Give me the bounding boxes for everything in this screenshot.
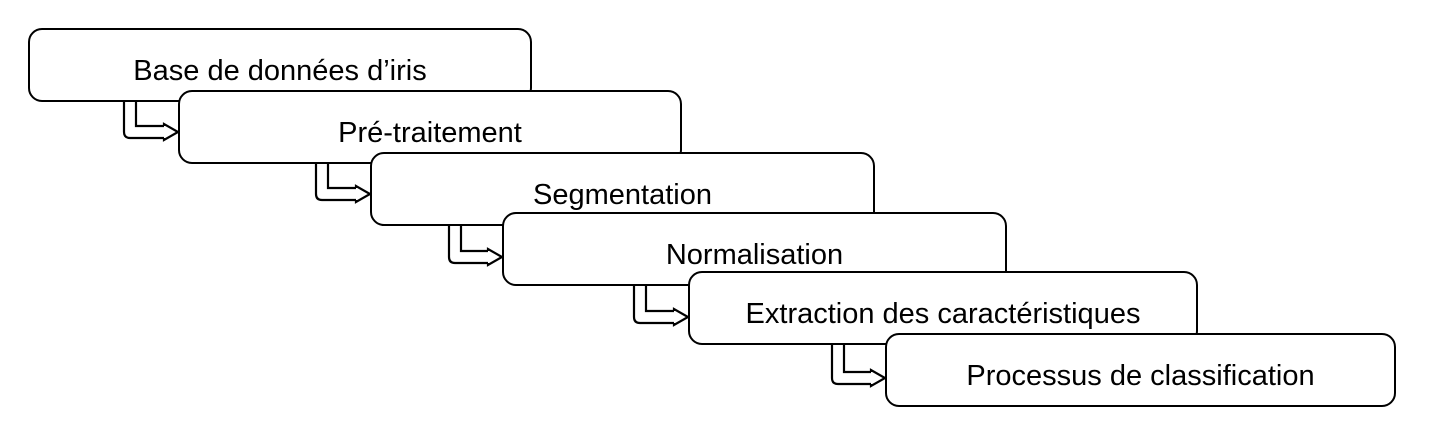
step-label: Extraction des caractéristiques <box>745 298 1141 330</box>
step-label: Normalisation <box>665 239 844 271</box>
step-box-classification: Processus de classification <box>885 333 1396 407</box>
hook-arrow-icon <box>632 284 691 327</box>
step-label: Processus de classification <box>966 360 1315 392</box>
hook-arrow-icon <box>447 224 505 267</box>
step-label: Segmentation <box>533 179 712 211</box>
step-box-iris-database: Base de données d’iris <box>28 28 532 102</box>
step-box-feature-extraction: Extraction des caractéristiques <box>688 271 1198 345</box>
hook-arrow-icon <box>122 100 181 142</box>
step-label: Base de données d’iris <box>133 55 427 87</box>
hook-arrow-icon <box>314 162 373 204</box>
step-label: Pré-traitement <box>338 117 522 149</box>
hook-arrow-icon <box>830 345 888 388</box>
